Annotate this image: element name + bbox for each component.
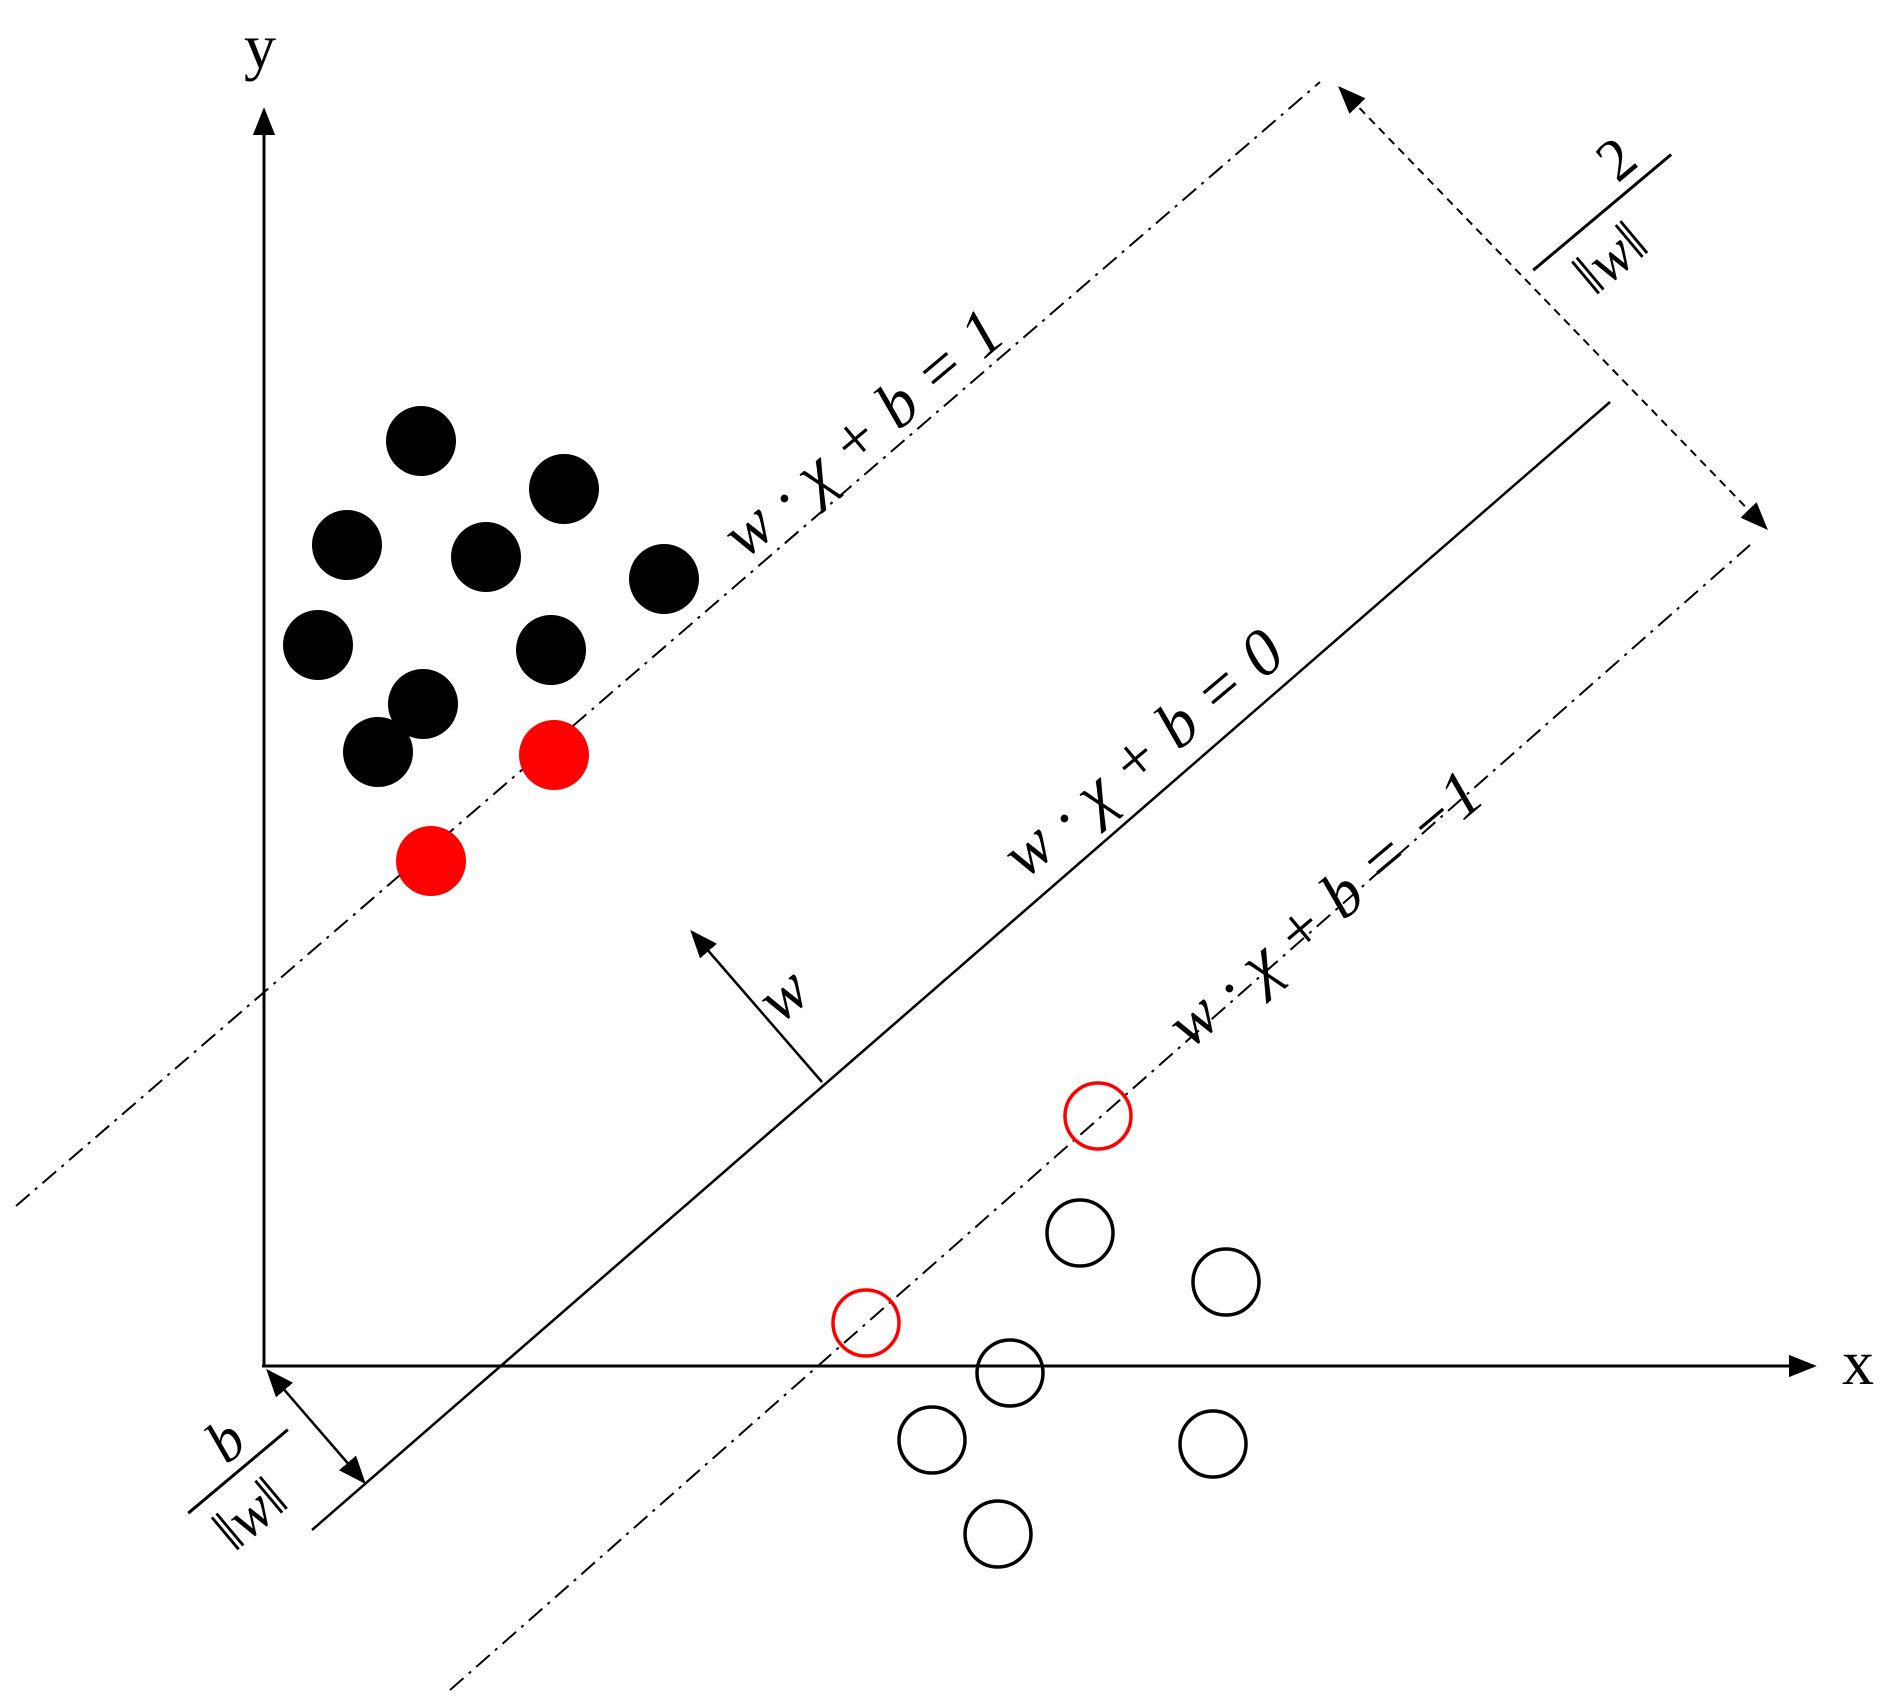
- negative-support-vector: [1063, 1081, 1133, 1151]
- x-axis-label: x: [1842, 1327, 1874, 1398]
- normal-vector-arrow: [690, 929, 823, 1083]
- positive-margin-line: [15, 81, 1321, 1207]
- decision-boundary-line: [311, 401, 1611, 1531]
- negative-margin-line: [449, 544, 1751, 1691]
- normal-vector-label: w: [743, 952, 824, 1036]
- positive-support-vector: [396, 826, 466, 896]
- positive-hyperplane-label: w · χ + b = 1: [708, 295, 1018, 572]
- offset-label: b ‖w‖: [187, 1406, 299, 1563]
- positive-point: [451, 522, 521, 592]
- margin-width-label: 2 ‖w‖: [1532, 124, 1673, 307]
- positive-point: [529, 454, 599, 524]
- negative-point: [1178, 1409, 1248, 1479]
- margin-width-arrow: [1338, 85, 1768, 531]
- negative-hyperplane-label: w · χ + b = −1: [1153, 756, 1497, 1061]
- positive-point: [386, 406, 456, 476]
- offset-denominator: ‖w‖: [200, 1465, 299, 1563]
- positive-point: [283, 610, 353, 680]
- margin-denominator: ‖w‖: [1561, 209, 1660, 307]
- positive-point: [629, 544, 699, 614]
- offset-fraction-bar: [187, 1428, 289, 1515]
- offset-arrow: [266, 1368, 366, 1485]
- decision-hyperplane-label: w · χ + b = 0: [988, 615, 1298, 892]
- positive-point: [312, 510, 382, 580]
- margin-fraction-bar: [1532, 153, 1673, 272]
- negative-support-vector: [831, 1288, 901, 1358]
- positive-point: [343, 717, 413, 787]
- positive-point: [516, 615, 586, 685]
- negative-point: [897, 1405, 967, 1475]
- positive-point: [388, 669, 458, 739]
- negative-point: [963, 1499, 1033, 1569]
- negative-point: [975, 1338, 1045, 1408]
- negative-point: [1045, 1198, 1115, 1268]
- y-axis-label: y: [244, 11, 276, 82]
- positive-support-vector: [519, 720, 589, 790]
- negative-point: [1191, 1247, 1261, 1317]
